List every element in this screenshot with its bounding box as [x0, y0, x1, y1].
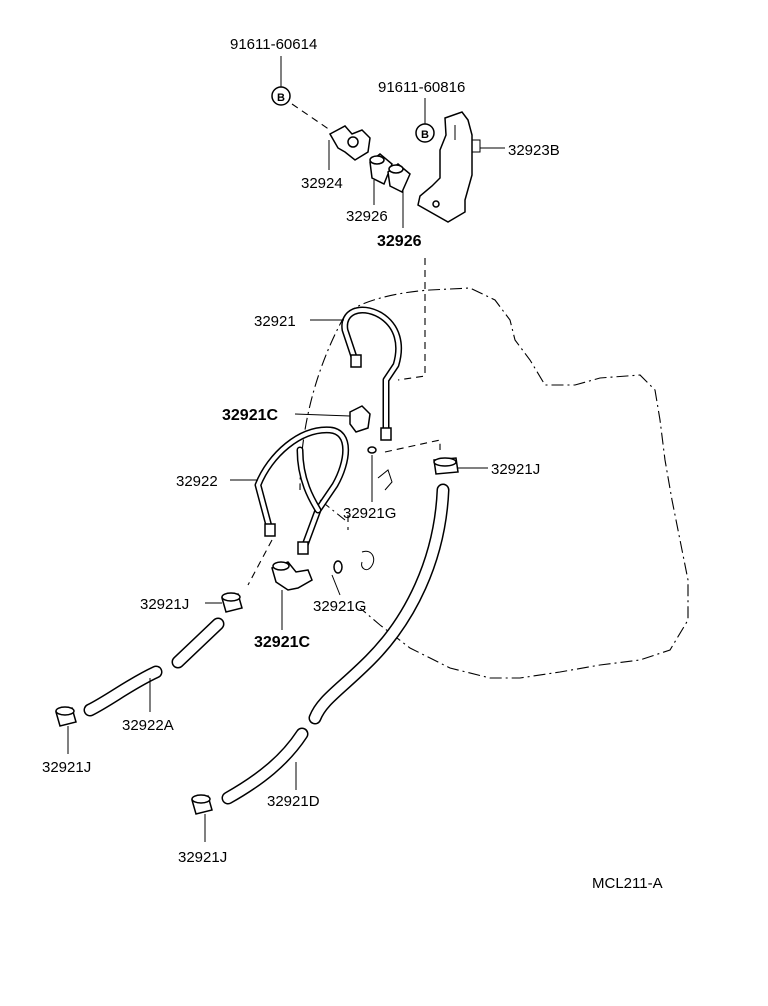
diagram-code: MCL211-A: [592, 875, 663, 892]
union-32921c-lower: 32921C: [254, 561, 313, 651]
svg-text:B: B: [421, 129, 429, 141]
label-gasket-lower: 32921G: [313, 598, 366, 615]
label-bracket: 32923B: [508, 142, 560, 159]
label-clamp-bracket: 32924: [301, 175, 343, 192]
bolt-91611-60614: 91611-60614 B: [230, 36, 331, 131]
bolt-91611-60816: 91611-60816 B: [378, 79, 465, 143]
gasket-32921g-upper: 32921G: [343, 446, 396, 522]
clip-32921j-bottom: 32921J: [178, 794, 227, 866]
bolt-b-icon: [415, 123, 435, 143]
bracket-32923b: 32923B: [417, 111, 560, 223]
label-gasket-upper: 32921G: [343, 505, 396, 522]
label-bolt-1: 91611-60614: [230, 36, 317, 53]
label-clip-left: 32921J: [140, 596, 189, 613]
pipe-32922: 32922: [176, 426, 350, 555]
label-pipe-upper: 32921: [254, 313, 296, 330]
label-grommet-2: 32926: [377, 233, 422, 250]
label-pipe-lower: 32922: [176, 473, 218, 490]
bolt-b-icon: [271, 86, 291, 106]
clamp-32924: 32924: [301, 125, 371, 192]
svg-text:B: B: [277, 92, 285, 104]
label-clip-right: 32921J: [491, 461, 540, 478]
clip-32921j-left: 32921J: [140, 592, 243, 613]
union-32921c-upper: 32921C: [222, 405, 371, 433]
label-clip-bottom-left: 32921J: [42, 759, 91, 776]
hose-32921d: 32921D: [221, 483, 450, 810]
label-union-lower: 32921C: [254, 634, 310, 651]
grommet-32926-b: 32926: [377, 163, 422, 250]
label-clip-bottom: 32921J: [178, 849, 227, 866]
label-grommet-1: 32926: [346, 208, 388, 225]
clip-32921j-right: 32921J: [433, 457, 540, 478]
label-hose-right: 32921D: [267, 793, 320, 810]
grommet-32926-a: 32926: [346, 153, 393, 225]
pipe-32921: 32921: [254, 306, 403, 441]
label-bolt-2: 91611-60816: [378, 79, 465, 96]
transmission-outline: [299, 287, 689, 679]
label-hose-left: 32922A: [122, 717, 174, 734]
hose-32922a: 32922A: [83, 617, 225, 734]
label-union-upper: 32921C: [222, 407, 278, 424]
gasket-32921g-lower: 32921G: [313, 560, 366, 615]
clip-32921j-bottom-left: 32921J: [42, 706, 91, 776]
